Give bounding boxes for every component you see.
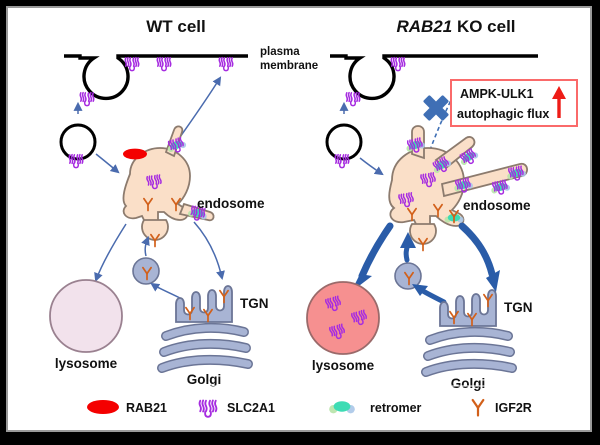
degradation-arrow-ko — [358, 222, 394, 280]
golgi-cisterna-wt-3-fill — [158, 356, 252, 372]
endosome-to-tgn-arrow-ko — [458, 222, 496, 278]
panel-wt: endosome lysosome TGN Golgi — [49, 54, 269, 387]
endosome-bud-ko — [409, 223, 437, 245]
legend-label-igf2r: IGF2R — [495, 401, 532, 415]
golgi-cisterna-ko-1-fill — [426, 328, 512, 344]
block-x-icon — [423, 95, 449, 121]
golgi-label-ko: Golgi — [451, 376, 486, 391]
lysosome-wt — [49, 279, 123, 353]
tgn-wt — [175, 285, 233, 323]
lysosome-ko — [306, 281, 380, 355]
tgn-label-wt: TGN — [240, 296, 269, 311]
vesicle-to-endosome-arrow-ko — [359, 157, 384, 176]
callout-box — [450, 79, 578, 127]
golgi-cisterna-ko-2-fill — [424, 344, 514, 360]
rab21-endosome-wt — [123, 148, 147, 160]
vesicle-to-endosome-retro-arrowhead-ko — [400, 232, 416, 248]
tgn-ko — [439, 289, 497, 327]
callout-line1: AMPK-ULK1 — [460, 87, 534, 101]
red-oval-icon — [87, 400, 119, 414]
endocytic-vesicle-ko — [325, 123, 363, 161]
figure-frame: WT cell RAB21 KO cell plasma membrane — [6, 6, 592, 432]
endocytic-vesicle-wt — [59, 123, 97, 161]
legend-label-retromer: retromer — [370, 401, 422, 415]
degradation-arrow-wt — [94, 223, 127, 282]
golgi-label-wt: Golgi — [187, 372, 222, 387]
tgn-to-vesicle-arrowhead-ko — [412, 284, 428, 296]
tgn-label-ko: TGN — [504, 300, 533, 315]
red-up-arrow-icon — [552, 86, 566, 118]
legend-label-slc2a1: SLC2A1 — [227, 401, 275, 415]
endosome-label-wt: endosome — [197, 196, 265, 211]
panel-ko: endosome lysosome TGN — [306, 54, 538, 391]
endosome-to-tgn-arrow-wt — [193, 221, 225, 281]
callout-line2: autophagic flux — [457, 107, 549, 121]
golgi-cisterna-wt-1-fill — [162, 324, 248, 340]
ampk-ulk1-callout: AMPK-ULK1 autophagic flux — [450, 79, 578, 127]
golgi-cisterna-wt-2-fill — [160, 340, 250, 356]
panel-title-wt: WT cell — [146, 17, 206, 36]
panel-title-ko: RAB21 KO cell — [396, 17, 515, 36]
endosome-to-tgn-arrowhead-ko — [486, 270, 500, 292]
lysosome-label-wt: lysosome — [55, 356, 118, 371]
canvas-background — [8, 8, 590, 430]
vesicle-to-endosome-arrow-wt — [95, 153, 120, 174]
golgi-cisterna-ko-3-fill — [422, 360, 516, 376]
tgn-to-vesicle-arrow-wt — [150, 282, 181, 299]
endosome-bud-wt — [141, 219, 169, 241]
panel-title-ko-rest: KO cell — [452, 17, 515, 36]
legend-label-rab21: RAB21 — [126, 401, 167, 415]
diagram-stage: WT cell RAB21 KO cell plasma membrane — [8, 8, 590, 430]
vesicle-to-endosome-retro-arrow-wt — [141, 236, 150, 257]
legend: RAB21 SLC2A1 retromer IGF2R — [20, 385, 578, 418]
panel-title-ko-gene: RAB21 — [396, 17, 452, 36]
plasma-membrane-label-line2: membrane — [260, 60, 318, 72]
endosome-label-ko: endosome — [463, 198, 531, 213]
plasma-membrane-label-line1: plasma — [260, 46, 300, 58]
lysosome-label-ko: lysosome — [312, 358, 375, 373]
